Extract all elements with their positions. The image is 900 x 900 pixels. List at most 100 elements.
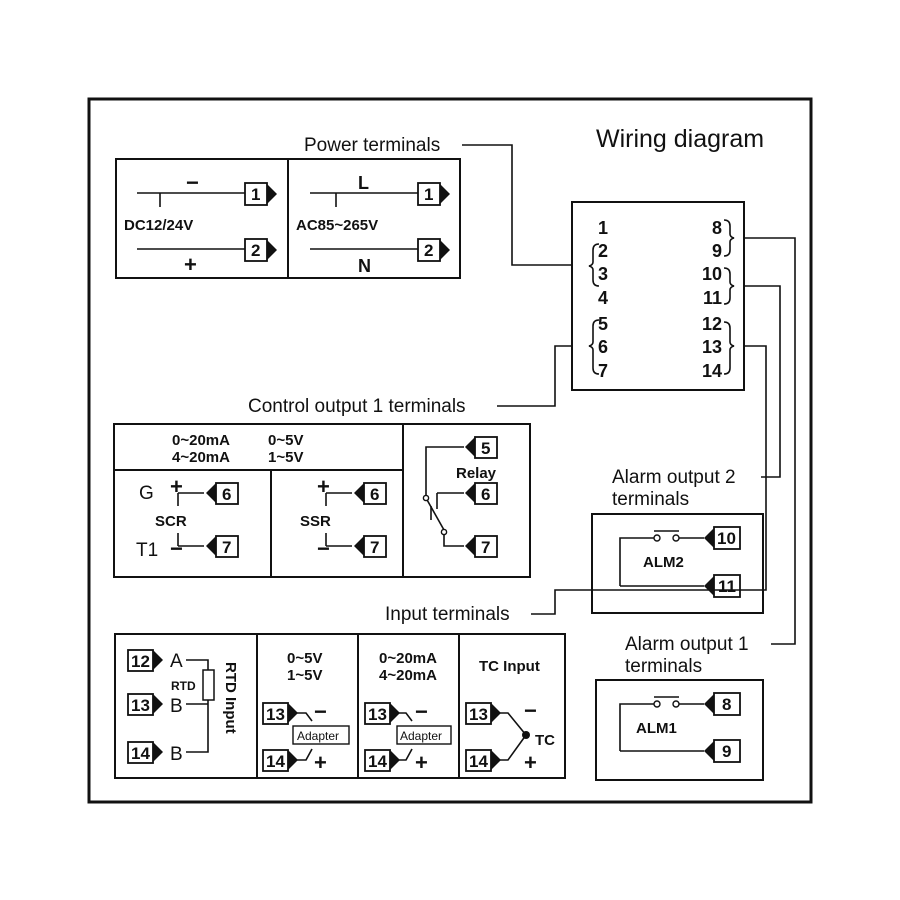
input-v-terminal-14: 14 [262, 749, 298, 772]
input-ma-adapter-box [396, 725, 452, 745]
terminal-number-right: 14 [702, 361, 722, 381]
tc-label: TC [535, 732, 555, 749]
input-leader-line [531, 345, 767, 615]
svg-text:14: 14 [469, 752, 488, 771]
outer-frame [87, 97, 813, 804]
relay-label: Relay [456, 465, 497, 482]
alarm-output-2-label-line2: terminals [612, 489, 689, 510]
alarm-output-1-label: Alarm output 1 [625, 634, 749, 655]
svg-text:14: 14 [131, 744, 150, 763]
svg-text:13: 13 [266, 705, 285, 724]
rtd-terminal-14: 14 [127, 741, 163, 764]
terminal-number-left: 2 [598, 241, 608, 261]
svg-text:14: 14 [368, 752, 387, 771]
alarm-2-terminal-10: 10 [704, 526, 741, 550]
input-ma-minus: − [415, 699, 428, 724]
control-v-range-2: 1~5V [268, 449, 303, 466]
scr-g-label: G [139, 483, 154, 504]
input-v-adapter-box [292, 725, 350, 745]
terminal-number-left: 7 [598, 361, 608, 381]
svg-text:13: 13 [368, 705, 387, 724]
relay-terminal-7: 7 [465, 535, 498, 558]
svg-text:5: 5 [481, 439, 490, 458]
ssr-plus-symbol: + [317, 474, 330, 499]
input-v-minus: − [314, 699, 327, 724]
alarm-2-terminal-11: 11 [704, 574, 741, 598]
alm2-label: ALM2 [643, 554, 684, 571]
svg-text:13: 13 [131, 696, 150, 715]
terminal-number-right: 11 [703, 288, 722, 308]
terminal-number-left: 3 [598, 264, 608, 284]
svg-text:2: 2 [424, 241, 433, 260]
control-ma-range-1: 0~20mA [172, 432, 230, 449]
rtd-terminal-12: 12 [127, 649, 163, 672]
svg-text:9: 9 [722, 742, 731, 761]
brace-terminals-5-7 [588, 319, 600, 375]
input-ma-range-1: 0~20mA [379, 650, 437, 667]
input-terminals-label: Input terminals [385, 604, 510, 625]
rtd-input-label: RTD Input [222, 662, 239, 734]
tc-input-label: TC Input [479, 658, 540, 675]
scr-plus-symbol: + [170, 474, 183, 499]
svg-text:1: 1 [251, 185, 260, 204]
relay-terminal-6: 6 [465, 482, 498, 505]
input-ma-range-2: 4~20mA [379, 667, 437, 684]
alarm-output-2-label: Alarm output 2 [612, 467, 736, 488]
brace-terminals-8-9 [723, 219, 735, 257]
scr-terminal-7: 7 [206, 535, 239, 558]
alarm-1-terminal-9: 9 [704, 739, 741, 763]
input-v-plus: + [314, 750, 327, 775]
brace-terminals-2-3 [588, 243, 600, 287]
input-v-range-1: 0~5V [287, 650, 322, 667]
dc-terminal-2: 2 [244, 238, 277, 262]
dc-minus-symbol: − [186, 170, 199, 195]
ssr-terminal-6: 6 [354, 482, 387, 505]
brace-terminals-12-14 [723, 321, 735, 375]
terminal-number-left: 5 [598, 314, 608, 334]
alarm-1-leader-line [744, 237, 796, 645]
input-v-adapter-label: Adapter [297, 729, 339, 743]
ac-l-label: L [358, 173, 369, 193]
terminal-number-left: 1 [598, 218, 608, 238]
terminal-number-right: 10 [702, 264, 722, 284]
svg-text:7: 7 [481, 538, 490, 557]
input-ma-adapter-label: Adapter [400, 729, 442, 743]
ac-terminal-1: 1 [417, 182, 450, 206]
alarm-1-box [595, 679, 764, 781]
rtd-terminal-13: 13 [127, 693, 163, 716]
relay-terminal-5: 5 [465, 436, 498, 459]
power-terminals-label: Power terminals [304, 135, 440, 156]
rtd-b1-label: B [170, 696, 183, 717]
ac-n-label: N [358, 256, 371, 276]
ssr-terminal-7: 7 [354, 535, 387, 558]
scr-minus-symbol: − [170, 536, 183, 561]
control-ma-range-2: 4~20mA [172, 449, 230, 466]
terminal-number-left: 4 [598, 288, 608, 308]
scr-terminal-6: 6 [206, 482, 239, 505]
terminal-number-left: 6 [598, 337, 608, 357]
svg-text:12: 12 [131, 652, 150, 671]
diagram-title: Wiring diagram [596, 125, 764, 153]
input-ma-terminal-13: 13 [364, 702, 400, 725]
control-output-leader-line [497, 345, 572, 407]
input-v-range-2: 1~5V [287, 667, 322, 684]
tc-terminal-14: 14 [465, 749, 501, 772]
dc-voltage-label: DC12/24V [124, 217, 193, 234]
alarm-2-leader-line [744, 285, 781, 478]
alarm-output-1-label-line2: terminals [625, 656, 702, 677]
control-v-range-1: 0~5V [268, 432, 303, 449]
terminal-block-left-column: 1 2 3 4 5 6 7 [598, 218, 608, 381]
dc-terminal-1: 1 [244, 182, 277, 206]
rtd-b2-label: B [170, 744, 183, 765]
svg-text:2: 2 [251, 241, 260, 260]
svg-text:7: 7 [222, 538, 231, 557]
ac-terminal-2: 2 [417, 238, 450, 262]
ssr-label: SSR [300, 513, 331, 530]
terminal-number-right: 8 [712, 218, 722, 238]
input-v-terminal-13: 13 [262, 702, 298, 725]
tc-minus: − [524, 698, 537, 723]
power-leader-line [462, 144, 572, 266]
svg-text:7: 7 [370, 538, 379, 557]
tc-terminal-13: 13 [465, 702, 501, 725]
